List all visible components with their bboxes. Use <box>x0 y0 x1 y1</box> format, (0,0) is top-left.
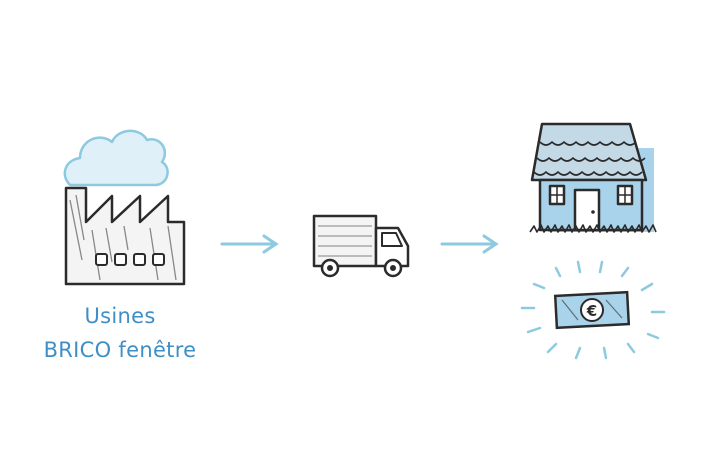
arrow-right-icon <box>220 234 279 254</box>
factory-icon <box>64 186 186 286</box>
banknote-icon: € <box>520 260 666 360</box>
cloud-icon <box>63 129 169 187</box>
factory-label-line1: Usines <box>84 304 156 328</box>
truck-icon <box>312 214 410 278</box>
arrow-right-icon <box>440 234 499 254</box>
factory-label-line2: BRICO fenêtre <box>43 338 197 362</box>
house-icon <box>529 122 657 233</box>
euro-symbol: € <box>586 302 597 320</box>
